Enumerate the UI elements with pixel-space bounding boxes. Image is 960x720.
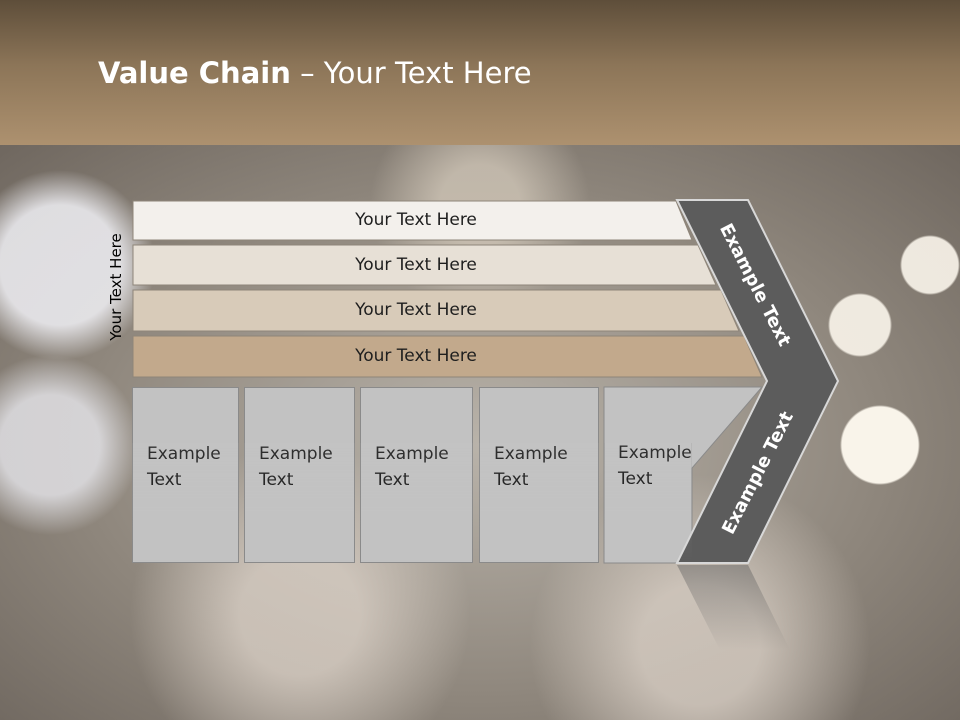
column-1-reflection-shape [132,443,239,563]
band-2-shape [132,244,717,286]
column-5-reflection-shape [604,443,692,563]
chevron-shape [675,199,840,564]
column-4-label: Example Text [494,441,568,493]
column-3: Example Text [360,387,473,563]
column-5-reflection [604,443,692,563]
column-1-reflection [132,443,239,563]
title-rest: – Your Text Here [290,56,532,90]
column-2: Example Text [244,387,355,563]
band-2-label: Your Text Here [355,255,477,275]
band-4-shape [132,335,763,378]
chevron-reflection [677,565,790,650]
band-1-label: Your Text Here [355,210,477,230]
column-4-reflection [479,443,599,563]
column-1-label: Example Text [147,441,221,493]
band-4-label: Your Text Here [355,346,477,366]
column-5: Example Text [604,387,692,563]
column-3-reflection-shape [360,443,473,563]
column-2-label: Example Text [259,441,333,493]
band-1-shape [132,200,693,241]
column-5-label: Example Text [618,440,692,492]
side-label: Your Text Here [107,233,125,341]
band-3-shape [132,289,740,332]
column-4-reflection-shape [479,443,599,563]
page-title: Value Chain – Your Text Here [98,56,532,90]
column-5-shape [603,386,764,564]
column-4: Example Text [479,387,599,563]
column-2-reflection-shape [244,443,355,563]
column-1: Example Text [132,387,239,563]
column-3-label: Example Text [375,441,449,493]
title-bold: Value Chain [98,56,291,90]
title-bar: Value Chain – Your Text Here [0,0,960,145]
band-3-label: Your Text Here [355,300,477,320]
column-3-reflection [360,443,473,563]
column-2-reflection [244,443,355,563]
